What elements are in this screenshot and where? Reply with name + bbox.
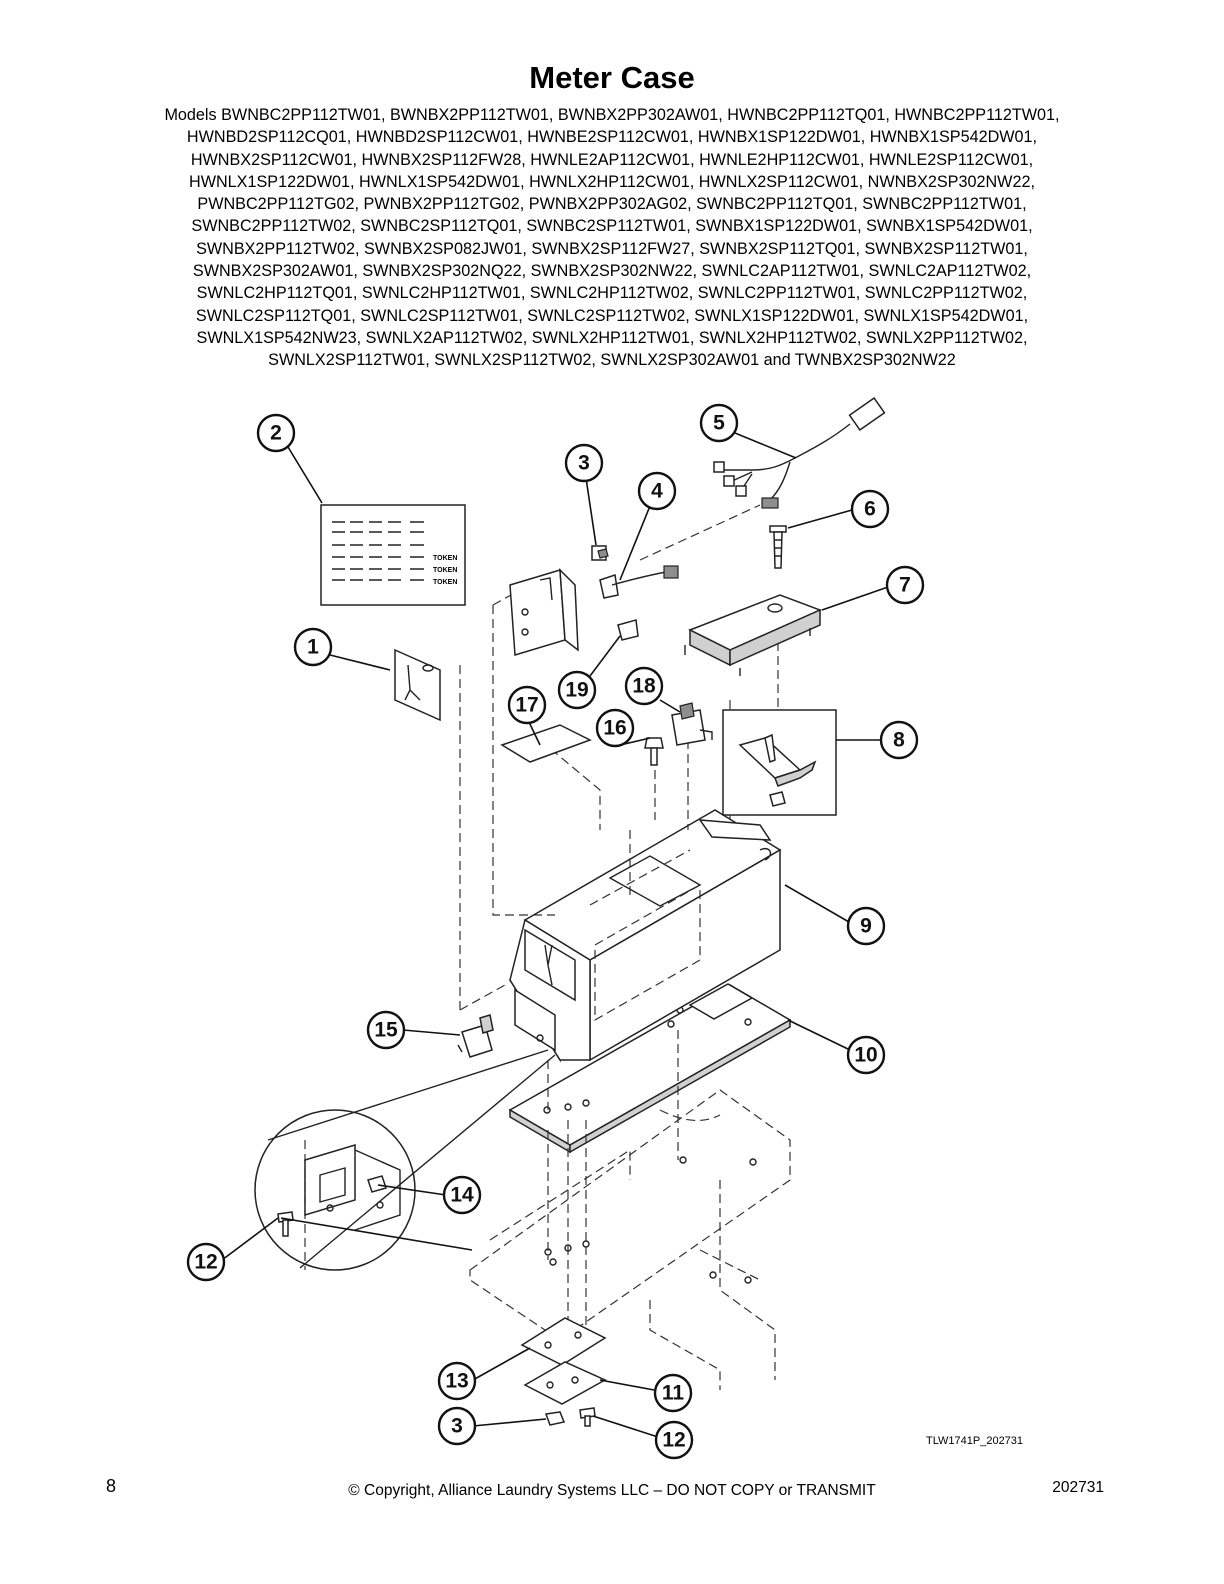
callout-5: 5 <box>699 403 739 443</box>
model-list: Models BWNBC2PP112TW01, BWNBX2PP112TW01,… <box>90 104 1134 372</box>
svg-text:3: 3 <box>578 452 590 475</box>
part-15-switch <box>457 1014 494 1058</box>
callout-17: 17 <box>507 685 547 725</box>
part-2-token-decal: TOKEN TOKEN TOKEN <box>320 504 466 606</box>
model-line: SWNLX2SP112TW01, SWNLX2SP112TW02, SWNLX2… <box>268 351 956 370</box>
svg-text:18: 18 <box>632 675 656 698</box>
part-3-nut <box>544 1411 566 1426</box>
figure-code: TLW1741P_202731 <box>926 1435 1024 1447</box>
document-number: 202731 <box>1052 1479 1104 1496</box>
part-1-coin-plate <box>394 648 441 722</box>
callout-6: 6 <box>850 489 890 529</box>
callout-12-lower: 12 <box>654 1420 694 1460</box>
callout-18: 18 <box>624 666 664 706</box>
callout-3: 3 <box>564 443 604 483</box>
svg-text:7: 7 <box>899 574 911 597</box>
callout-4: 4 <box>637 471 677 511</box>
part-18-rocker-switch <box>671 702 713 746</box>
svg-text:2: 2 <box>270 422 282 445</box>
callout-7: 7 <box>885 565 925 605</box>
model-line: HWNBD2SP112CQ01, HWNBD2SP112CW01, HWNBE2… <box>186 128 1038 147</box>
svg-text:9: 9 <box>860 915 872 938</box>
svg-text:12: 12 <box>194 1251 217 1274</box>
model-line: PWNBC2PP112TG02, PWNBX2PP112TG02, PWNBX2… <box>197 195 1027 214</box>
callout-14: 14 <box>442 1175 482 1215</box>
decal-token-label: TOKEN <box>433 567 457 574</box>
part-6-screw <box>769 525 787 569</box>
part-8-clip-bracket <box>722 709 837 816</box>
svg-text:14: 14 <box>450 1184 474 1207</box>
callout-1: 1 <box>293 627 333 667</box>
model-line: SWNBC2PP112TW02, SWNBC2SP112TQ01, SWNBC2… <box>191 217 1033 236</box>
svg-text:12: 12 <box>662 1429 685 1452</box>
svg-text:8: 8 <box>893 729 905 752</box>
part-16-bolt <box>644 737 664 766</box>
callout-11: 11 <box>653 1373 693 1413</box>
part-13-plate <box>520 1317 607 1366</box>
part-5-wire-harness <box>713 396 886 509</box>
svg-text:13: 13 <box>445 1370 468 1393</box>
model-line: HWNBX2SP112CW01, HWNBX2SP112FW28, HWNLE2… <box>190 150 1034 169</box>
svg-text:15: 15 <box>374 1019 398 1042</box>
svg-text:19: 19 <box>565 679 588 702</box>
svg-text:16: 16 <box>603 717 626 740</box>
part-11-plate <box>523 1361 607 1405</box>
callout-16: 16 <box>595 708 635 748</box>
model-line: HWNLX1SP122DW01, HWNLX1SP542DW01, HWNLX2… <box>189 172 1035 191</box>
model-line: Models BWNBC2PP112TW01, BWNBX2PP112TW01,… <box>164 106 1060 124</box>
part-meter-bracket <box>509 545 679 656</box>
svg-text:5: 5 <box>713 412 725 435</box>
model-line: SWNBX2SP302AW01, SWNBX2SP302NQ22, SWNBX2… <box>192 262 1032 281</box>
svg-text:17: 17 <box>515 694 538 717</box>
callout-13: 13 <box>437 1361 477 1401</box>
svg-text:11: 11 <box>662 1382 685 1405</box>
callout-9: 9 <box>846 906 886 946</box>
decal-token-label: TOKEN <box>433 579 457 586</box>
svg-text:3: 3 <box>451 1415 463 1438</box>
callout-15: 15 <box>366 1010 406 1050</box>
callout-2: 2 <box>256 413 296 453</box>
machine-frame-outline <box>469 1089 791 1390</box>
callout-8: 8 <box>879 720 919 760</box>
callout-19: 19 <box>557 670 597 710</box>
copyright-notice: © Copyright, Alliance Laundry Systems LL… <box>348 1482 876 1499</box>
callout-10: 10 <box>846 1035 886 1075</box>
svg-text:10: 10 <box>854 1044 877 1067</box>
detail-magnifier <box>254 1049 556 1271</box>
model-line: SWNLX1SP542NW23, SWNLX2AP112TW02, SWNLX2… <box>196 328 1028 347</box>
part-9-meter-case <box>509 809 782 1063</box>
callout-12-upper: 12 <box>186 1242 226 1282</box>
part-17-label-sheet <box>500 724 592 763</box>
svg-text:1: 1 <box>307 636 319 659</box>
model-line: SWNLC2HP112TQ01, SWNLC2HP112TW01, SWNLC2… <box>196 284 1028 303</box>
callout-3-lower: 3 <box>437 1406 477 1446</box>
page-number: 8 <box>106 1476 117 1496</box>
svg-text:6: 6 <box>864 498 876 521</box>
svg-text:4: 4 <box>651 480 663 503</box>
callout-leaders <box>221 432 889 1438</box>
part-10-mounting-plate <box>508 983 792 1154</box>
part-12-screw <box>579 1407 596 1427</box>
model-line: SWNLC2SP112TQ01, SWNLC2SP112TW01, SWNLC2… <box>195 306 1029 325</box>
page-title: Meter Case <box>529 60 695 95</box>
model-line: SWNBX2PP112TW02, SWNBX2SP082JW01, SWNBX2… <box>196 239 1028 258</box>
part-7-top-cover <box>684 594 822 676</box>
decal-token-label: TOKEN <box>433 555 457 562</box>
